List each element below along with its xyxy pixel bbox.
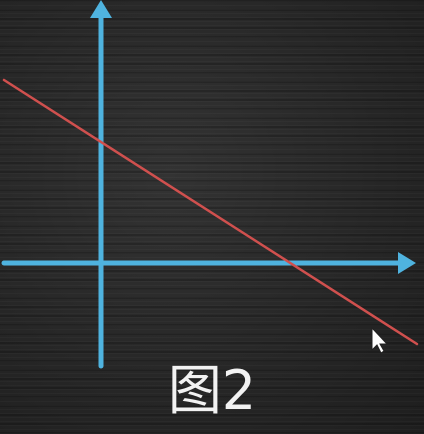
x-axis-arrowhead <box>398 252 416 274</box>
figure-caption: 图2 <box>167 359 257 422</box>
red-line <box>2 78 419 346</box>
y-axis-arrowhead <box>90 0 112 18</box>
mouse-pointer-icon <box>371 326 389 354</box>
